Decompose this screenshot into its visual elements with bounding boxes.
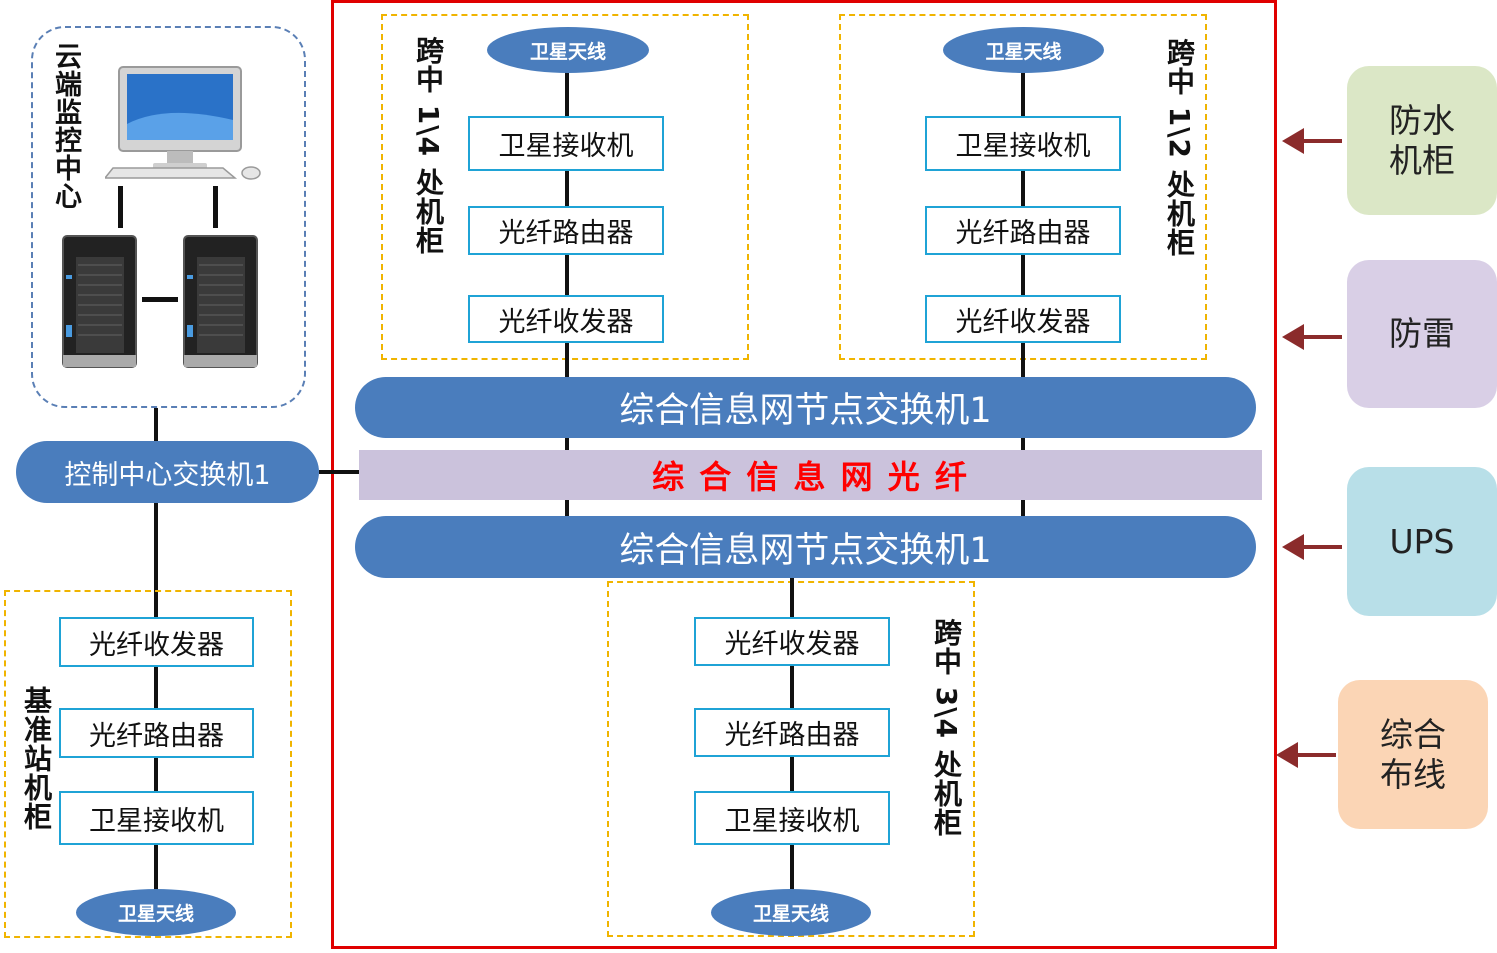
c14-fiber-transceiver: 光纤收发器: [468, 295, 664, 343]
info-network-fiber: 综 合 信 息 网 光 纤: [359, 450, 1262, 500]
c34-link-3: [790, 844, 794, 892]
base-link-2: [154, 757, 158, 792]
c12-link-2: [1021, 254, 1025, 296]
c34-fiber-transceiver: 光纤收发器: [694, 617, 890, 666]
arrow-left-icon: [1276, 742, 1336, 768]
link-computer-server-left: [118, 186, 123, 228]
link-fiber-switch-bottom-left: [565, 498, 569, 518]
c12-fiber-router: 光纤路由器: [925, 206, 1121, 255]
side-ups: UPS: [1347, 467, 1497, 616]
side-integrated-cabling: 综合 布线: [1338, 680, 1488, 829]
server-left-icon: [62, 235, 137, 368]
c34-link-1: [790, 665, 794, 710]
side-waterproof-cabinet: 防水 机柜: [1347, 66, 1497, 215]
base-fiber-transceiver: 光纤收发器: [59, 617, 254, 667]
main-network-frame: [331, 0, 1277, 949]
desktop-computer-icon: [105, 66, 261, 180]
base-link-3: [154, 844, 158, 891]
c14-link-3: [565, 342, 569, 378]
side-lightning-protection: 防雷: [1347, 260, 1497, 408]
base-satellite-antenna: 卫星天线: [76, 889, 236, 936]
link-switch-top-fiber-left: [565, 436, 569, 452]
c14-link-1: [565, 170, 569, 207]
c34-fiber-router: 光纤路由器: [694, 708, 890, 757]
c14-link-0: [565, 70, 569, 118]
arrow-left-icon: [1282, 324, 1342, 350]
node-switch-top: 综合信息网节点交换机1: [355, 377, 1256, 438]
cloud-center-label: 云端监控中心: [50, 42, 81, 210]
c12-link-1: [1021, 170, 1025, 207]
node-switch-bottom: 综合信息网节点交换机1: [355, 516, 1256, 578]
c14-link-2: [565, 254, 569, 296]
c14-fiber-router: 光纤路由器: [468, 206, 664, 255]
base-link-1: [154, 665, 158, 709]
c12-satellite-receiver: 卫星接收机: [925, 116, 1121, 171]
c14-satellite-receiver: 卫星接收机: [468, 116, 664, 171]
server-right-icon: [183, 235, 258, 368]
cabinet-1-2-label: 跨中 1\2 处机柜: [1163, 38, 1196, 257]
base-station-label: 基准站机柜: [20, 686, 53, 831]
c34-satellite-antenna: 卫星天线: [711, 889, 871, 936]
c12-satellite-antenna: 卫星天线: [943, 27, 1104, 73]
link-switch-top-fiber-right: [1021, 436, 1025, 452]
base-station-cabinet: [4, 590, 292, 938]
link-control-switch-fiber: [319, 470, 359, 474]
cloud-center-group: [31, 26, 306, 408]
base-fiber-router: 光纤路由器: [59, 708, 254, 758]
cabinet-1-4-label: 跨中 1\4 处机柜: [412, 36, 445, 255]
link-server-to-server: [142, 297, 178, 302]
c34-link-0: [790, 578, 794, 618]
link-computer-server-right: [213, 186, 218, 228]
base-satellite-receiver: 卫星接收机: [59, 791, 254, 845]
link-control-switch-base: [154, 503, 158, 617]
cabinet-3-4-label: 跨中 3\4 处机柜: [930, 618, 963, 837]
link-fiber-switch-bottom-right: [1021, 498, 1025, 518]
arrow-left-icon: [1282, 534, 1342, 560]
arrow-left-icon: [1282, 128, 1342, 154]
c12-link-3: [1021, 342, 1025, 378]
link-cloud-control-switch: [154, 408, 158, 442]
c12-fiber-transceiver: 光纤收发器: [925, 295, 1121, 343]
c34-satellite-receiver: 卫星接收机: [694, 791, 890, 845]
fiber-label: 综 合 信 息 网 光 纤: [652, 458, 969, 496]
c14-satellite-antenna: 卫星天线: [487, 27, 649, 73]
control-center-switch: 控制中心交换机1: [16, 441, 319, 503]
c12-link-0: [1021, 70, 1025, 118]
c34-link-2: [790, 756, 794, 792]
